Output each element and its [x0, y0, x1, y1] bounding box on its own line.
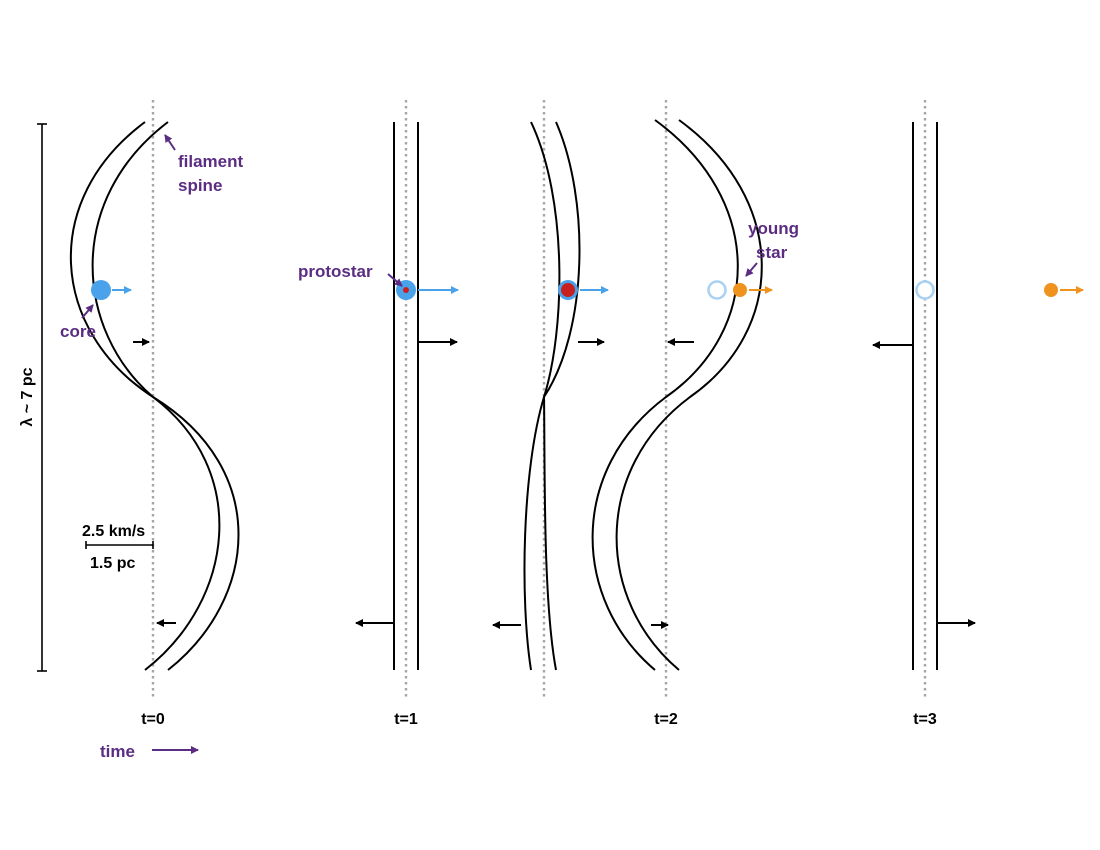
wavelength-label: λ ~ 7 pc [19, 367, 36, 426]
velocity-scale-bar [85, 541, 154, 549]
panel-t2: young star t=2 [591, 100, 799, 728]
time-label-t2: t=2 [654, 711, 678, 728]
panel-t1: protostar t=1 [298, 100, 459, 728]
filament-inner-edge [615, 119, 763, 671]
time-axis-label: time [100, 742, 135, 761]
panel-t3: t=3 [872, 100, 1084, 728]
velocity-scale-label: 2.5 km/s [82, 523, 145, 540]
panel-t1b [492, 100, 609, 697]
filament-outer-edge [523, 121, 561, 671]
protostar-dot [403, 287, 409, 293]
core-label: core [60, 322, 96, 341]
time-label-t1: t=1 [394, 711, 418, 728]
core-dot [91, 280, 111, 300]
protostar-pointer [387, 273, 403, 287]
young-star-label-line2: star [756, 243, 788, 262]
time-label-t0: t=0 [141, 711, 165, 728]
filament-spine-label-line2: spine [178, 176, 222, 195]
protostar-dot [561, 283, 575, 297]
filament-outer-edge [591, 119, 739, 671]
filament-spine-pointer [164, 134, 176, 151]
protostar-label: protostar [298, 262, 373, 281]
former-core-ring [707, 280, 727, 300]
young-star-label-line1: young [748, 219, 799, 238]
filament-outer-edge [70, 121, 221, 671]
filament-inner-edge [542, 121, 581, 671]
length-scale-label: 1.5 pc [90, 555, 135, 572]
filament-spine-label-line1: filament [178, 152, 244, 171]
time-label-t3: t=3 [913, 711, 937, 728]
core-pointer [81, 304, 94, 319]
filament-inner-edge [91, 121, 240, 671]
young-star-dot [733, 283, 747, 297]
panel-t0: 2.5 km/s 1.5 pc filament spine core t=0 [60, 100, 244, 728]
young-star-dot [1044, 283, 1058, 297]
former-core-ring [915, 280, 935, 300]
wavelength-scale-bar [37, 123, 47, 672]
young-star-pointer [745, 262, 758, 277]
